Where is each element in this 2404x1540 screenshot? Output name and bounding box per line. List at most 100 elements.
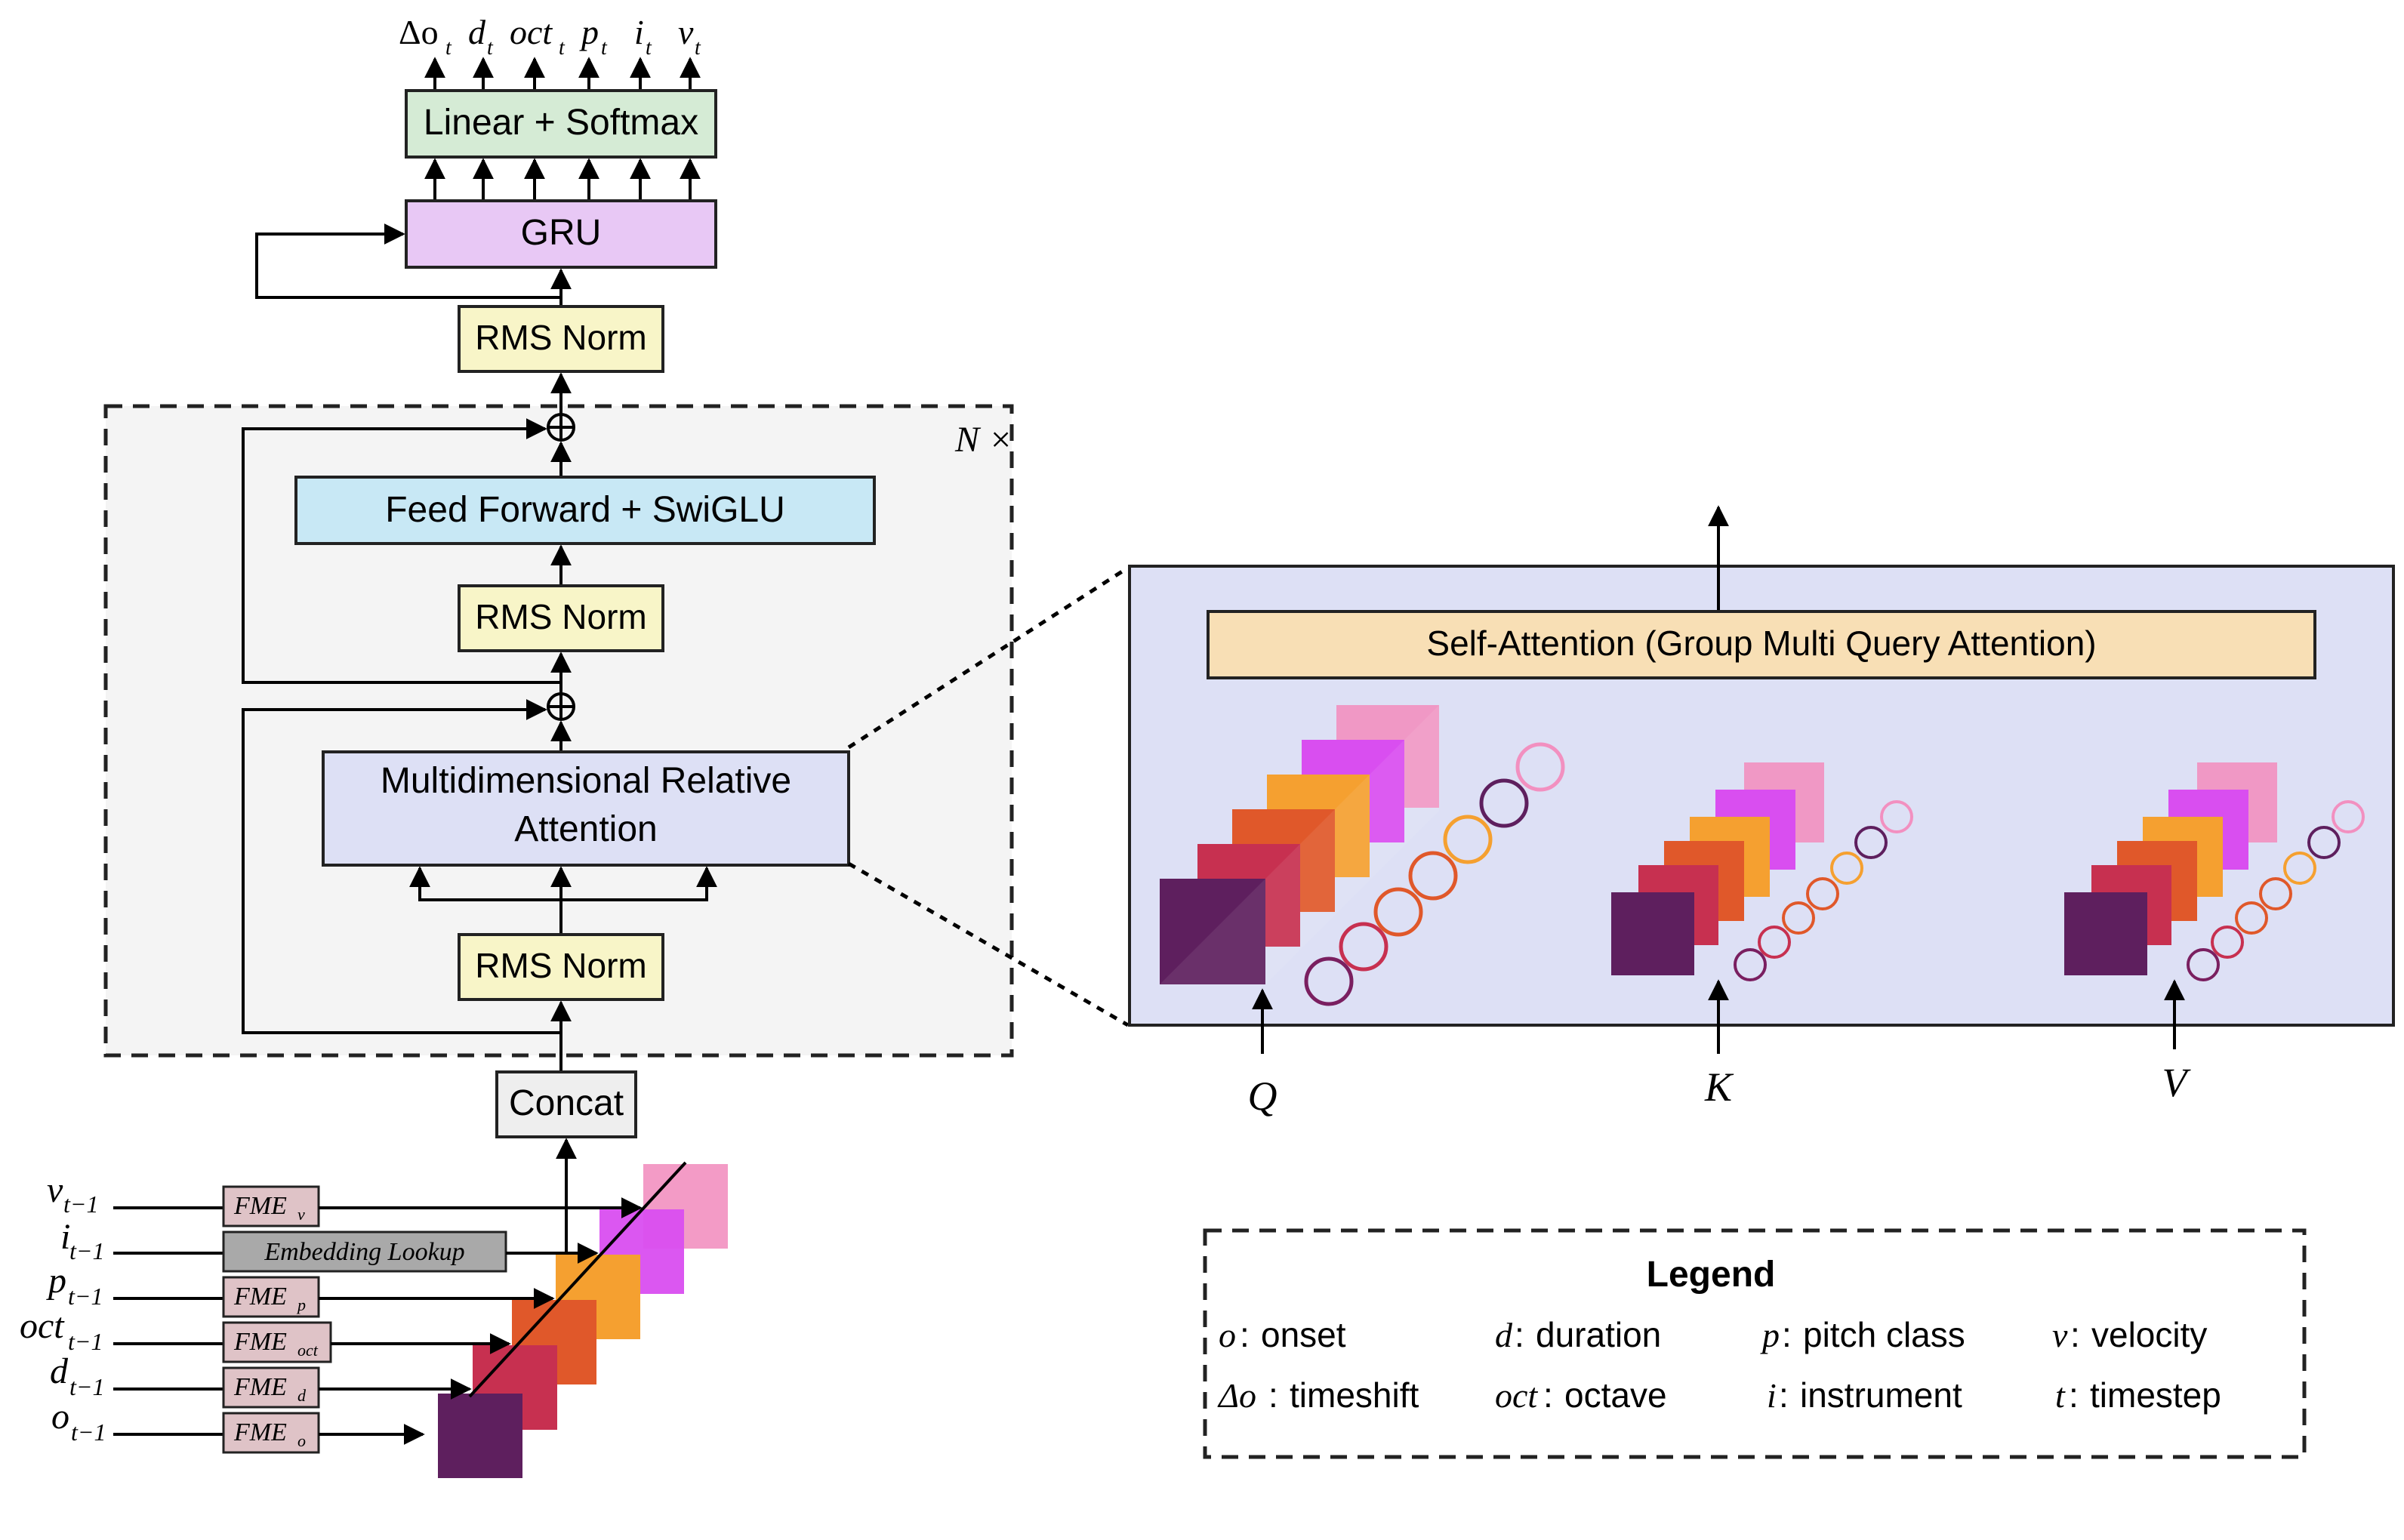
concat-label: Concat [509, 1083, 624, 1123]
svg-text:instrument: instrument [1800, 1375, 1962, 1415]
fme-d-sub: d [297, 1386, 307, 1405]
fme-p-label: FME [233, 1283, 287, 1311]
embed-square-o [438, 1394, 522, 1478]
output-i-sub: t [646, 36, 652, 60]
svg-text:velocity: velocity [2091, 1315, 2207, 1354]
v-stack [2064, 762, 2277, 975]
embedding-lookup-label: Embedding Lookup [264, 1238, 464, 1266]
svg-text:octave: octave [1564, 1375, 1667, 1415]
svg-text::: : [2070, 1315, 2080, 1354]
embedding-lookup-box [222, 1230, 507, 1273]
svg-text::: : [1782, 1315, 1792, 1354]
output-arrows [424, 57, 701, 91]
legend-item-octave: oct : octave [1495, 1375, 1667, 1415]
fme-o-label: FME [233, 1418, 287, 1446]
rms-norm-mid-label: RMS Norm [475, 597, 646, 636]
q-stack [1160, 705, 1439, 984]
output-delta-o-sub: t [445, 36, 452, 60]
fme-v-label: FME [233, 1192, 287, 1220]
feed-forward-label: Feed Forward + SwiGLU [385, 490, 785, 530]
output-d: d [468, 13, 486, 51]
svg-text:v: v [2052, 1316, 2068, 1354]
legend-item-duration: d : duration [1495, 1315, 1661, 1354]
rms-norm-mid-block [458, 584, 664, 652]
input-sub-d: t−1 [69, 1373, 104, 1400]
legend-item-onset: o : onset [1219, 1315, 1346, 1354]
rms-norm-bottom-block [458, 933, 664, 1001]
output-p-sub: t [601, 36, 608, 60]
svg-text:p: p [1760, 1316, 1780, 1354]
fme-v-box [222, 1185, 320, 1227]
fme-p-sub: p [296, 1295, 306, 1314]
svg-text:oct: oct [1495, 1376, 1538, 1415]
svg-text::: : [2069, 1375, 2079, 1415]
input-row-v: v t−1 FME v [47, 1170, 643, 1227]
svg-text::: : [1515, 1315, 1524, 1354]
residual-skip-top [242, 418, 561, 684]
output-labels: Δo t d t oct t p t i t v t [399, 13, 701, 60]
k-label: K [1704, 1064, 1734, 1110]
v-positional-waves [2187, 800, 2365, 981]
output-v: v [678, 13, 694, 51]
svg-text::: : [1268, 1375, 1278, 1415]
input-var-o: o [51, 1397, 69, 1437]
svg-text:i: i [1767, 1376, 1777, 1415]
svg-text:timestep: timestep [2090, 1375, 2221, 1415]
input-sub-oct: t−1 [68, 1328, 103, 1355]
input-embedding-stack [438, 1161, 728, 1478]
concat-block [495, 1070, 637, 1138]
input-sub-i: t−1 [69, 1237, 104, 1264]
fme-o-sub: o [297, 1431, 306, 1450]
rms-norm-top-block [458, 305, 664, 373]
mdra-block [322, 750, 850, 867]
q-label: Q [1248, 1073, 1278, 1119]
svg-text:duration: duration [1536, 1315, 1661, 1354]
feed-forward-block [294, 476, 876, 545]
input-var-d: d [50, 1351, 69, 1391]
svg-text:d: d [1495, 1316, 1513, 1354]
fme-oct-box [222, 1321, 332, 1363]
rms-norm-bottom-label: RMS Norm [475, 946, 646, 985]
input-sub-p: t−1 [68, 1283, 103, 1310]
legend-item-pitch-class: p : pitch class [1760, 1315, 1965, 1354]
output-oct: oct [510, 13, 553, 51]
legend-item-timestep: t : timestep [2055, 1375, 2221, 1415]
legend-item-instrument: i : instrument [1767, 1375, 1962, 1415]
self-attention-block [1207, 610, 2316, 679]
input-sub-v: t−1 [63, 1190, 98, 1218]
embed-stack-diagonal [468, 1161, 687, 1398]
gru-to-linear-arrows [424, 158, 701, 201]
output-i: i [634, 13, 644, 51]
input-row-o: o t−1 FME o [51, 1397, 425, 1454]
repeat-label: N × [954, 420, 1012, 460]
legend-item-timeshift: Δo : timeshift [1217, 1375, 1419, 1415]
fme-v-sub: v [297, 1205, 305, 1224]
self-attention-label: Self-Attention (Group Multi Query Attent… [1426, 624, 2096, 663]
input-row-d: d t−1 FME d [50, 1351, 472, 1409]
svg-text:t: t [2055, 1376, 2066, 1415]
svg-text::: : [1240, 1315, 1250, 1354]
fme-oct-label: FME [233, 1328, 287, 1356]
fme-oct-sub: oct [297, 1341, 319, 1360]
input-var-oct: oct [20, 1306, 65, 1346]
output-p: p [579, 13, 599, 51]
q-positional-waves [1304, 742, 1565, 1006]
output-oct-sub: t [559, 36, 566, 60]
legend-title: Legend [1647, 1255, 1776, 1295]
zoom-line-top [847, 565, 1130, 750]
mdra-label-line1: Multidimensional Relative [381, 761, 791, 801]
legend-item-velocity: v : velocity [2052, 1315, 2207, 1354]
input-row-i: i t−1 Embedding Lookup [60, 1217, 599, 1273]
v-label: V [2162, 1060, 2192, 1105]
residual-skip-bottom [242, 699, 561, 1034]
linear-softmax-label: Linear + Softmax [424, 103, 698, 143]
svg-text:o: o [1219, 1316, 1236, 1354]
fme-d-label: FME [233, 1373, 287, 1401]
svg-text::: : [1779, 1375, 1789, 1415]
input-var-v: v [47, 1170, 63, 1210]
fme-o-box [222, 1412, 320, 1454]
legend-box [1203, 1228, 2307, 1459]
gru-block [405, 199, 717, 269]
gru-label: GRU [521, 213, 602, 253]
